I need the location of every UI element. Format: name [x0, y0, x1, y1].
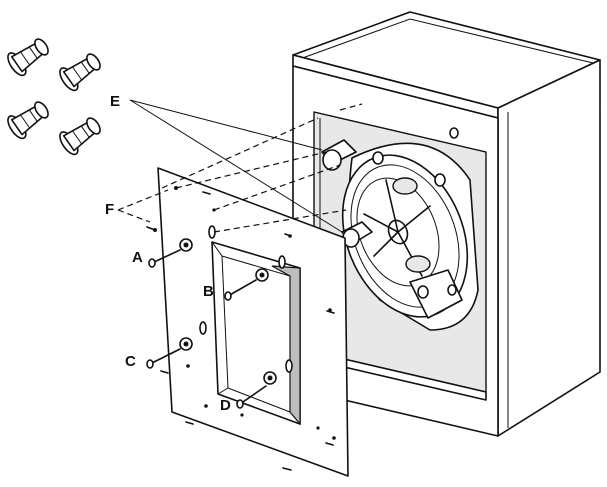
bolt-a [148, 249, 181, 268]
fitting [7, 101, 49, 140]
bolt-b [224, 279, 257, 301]
screw [160, 370, 169, 374]
bolt-d [236, 385, 267, 409]
screw [284, 233, 292, 237]
leader-lines [129, 99, 343, 233]
label-f: F [105, 201, 114, 218]
alignment-lines [117, 103, 363, 233]
bolt-c [146, 348, 181, 369]
label-a: A [132, 249, 143, 266]
label-b: B [203, 283, 214, 300]
label-e: E [110, 93, 120, 110]
pump-assembly [321, 139, 479, 331]
mounting-plate [157, 167, 349, 477]
screw [146, 226, 157, 232]
screw [282, 467, 292, 471]
screw [185, 421, 194, 425]
labels: E F A B C D [105, 93, 231, 414]
fitting [59, 53, 101, 92]
tube-fittings [7, 38, 101, 156]
fitting [7, 38, 49, 77]
screws [146, 191, 335, 471]
screw [325, 442, 334, 446]
label-d: D [220, 397, 231, 414]
screw [202, 191, 211, 195]
label-c: C [125, 353, 136, 370]
fitting [59, 117, 101, 156]
screw [326, 310, 335, 314]
